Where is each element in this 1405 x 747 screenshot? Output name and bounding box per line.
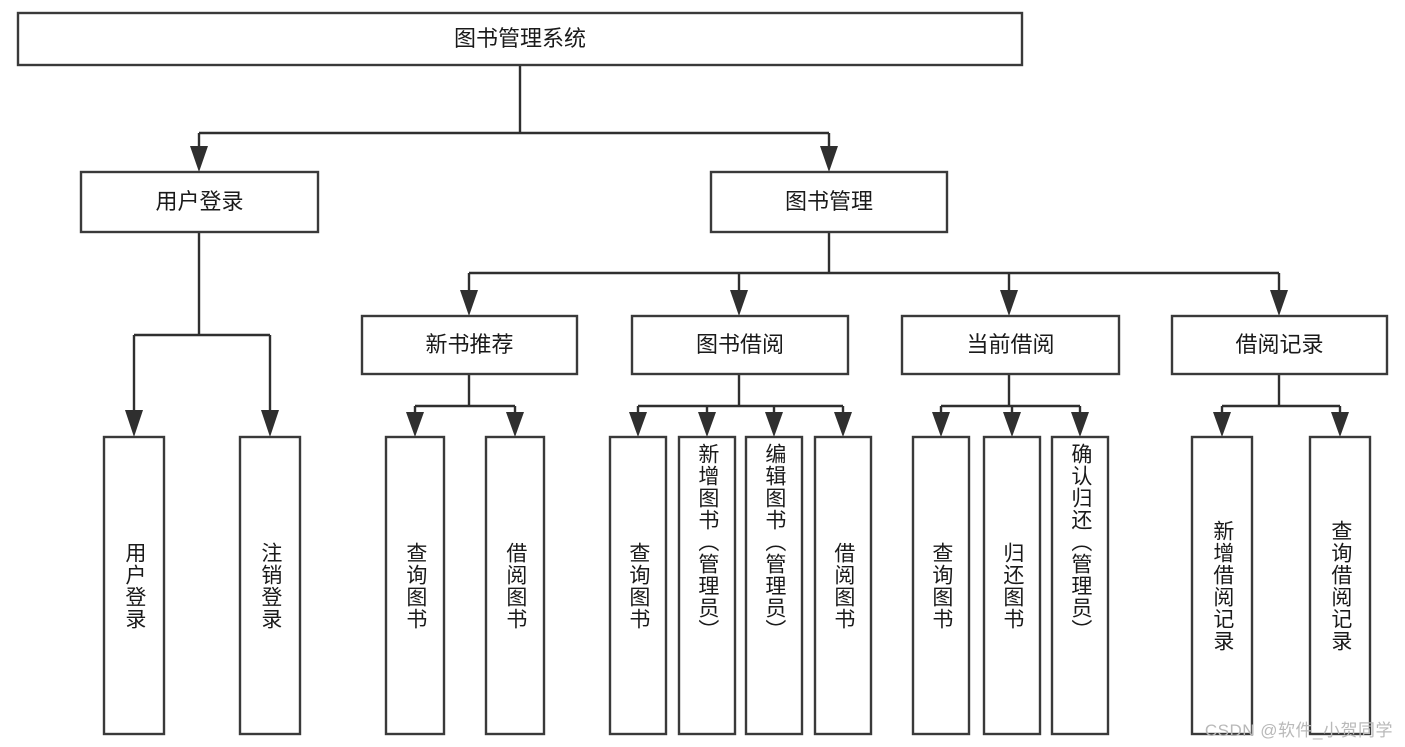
leaf-box-query-book-borrow[interactable] (608, 435, 668, 736)
connector-group-login (125, 232, 279, 437)
node-book-borrow[interactable]: 图书借阅 (630, 314, 850, 376)
arrow-head-bookmgmt-child-1 (460, 290, 478, 316)
arrow-head-records-leaf-2 (1331, 412, 1349, 437)
leaf-box-query-book-current[interactable] (911, 435, 971, 736)
node-current-borrow-box[interactable] (900, 314, 1121, 376)
leaf-box-add-book-admin[interactable] (677, 435, 737, 736)
leaf-box-user-login[interactable] (102, 435, 166, 736)
arrow-head-bookmgmt-child-4 (1270, 290, 1288, 316)
node-book-management-label: 图书管理 (785, 189, 873, 214)
leaf-box-borrow-book[interactable] (813, 435, 873, 736)
connector-group-current (932, 374, 1089, 437)
arrow-head-current-leaf-3 (1071, 412, 1089, 437)
arrow-head-newbook-leaf-1 (406, 412, 424, 437)
node-current-borrow[interactable]: 当前借阅 (900, 314, 1121, 376)
leaf-box-edit-book-admin[interactable] (744, 435, 804, 736)
arrow-head-borrow-leaf-2 (698, 412, 716, 437)
node-book-management-box[interactable] (709, 170, 949, 234)
arrow-head-login-leaf-1 (125, 410, 143, 437)
csdn-watermark: CSDN @软件_小贺同学 (1204, 721, 1393, 740)
node-new-book-recommend[interactable]: 新书推荐 (360, 314, 579, 376)
node-root-label: 图书管理系统 (454, 26, 586, 51)
arrow-head-borrow-leaf-4 (834, 412, 852, 437)
arrow-head-bookmgmt-child-2 (730, 290, 748, 316)
leaf-box-query-borrow-record[interactable] (1308, 435, 1372, 736)
arrow-head-borrow-leaf-3 (765, 412, 783, 437)
connector-group-root (190, 65, 838, 172)
connector-group-bookmgmt (460, 232, 1288, 316)
node-borrow-records-box[interactable] (1170, 314, 1389, 376)
arrow-head-records-leaf-1 (1213, 412, 1231, 437)
node-user-login-label: 用户登录 (155, 189, 243, 214)
leaf-box-logout[interactable] (238, 435, 302, 736)
node-root[interactable]: 图书管理系统 (16, 11, 1024, 67)
node-new-book-recommend-box[interactable] (360, 314, 579, 376)
leaf-box-confirm-return-admin[interactable] (1050, 435, 1110, 736)
node-user-login-box[interactable] (79, 170, 320, 234)
arrow-head-bookmgmt-child-3 (1000, 290, 1018, 316)
leaf-box-return-book[interactable] (982, 435, 1042, 736)
node-current-borrow-label: 当前借阅 (966, 332, 1054, 357)
leaf-box-borrow-book-newbook[interactable] (484, 435, 546, 736)
connector-group-records (1213, 374, 1349, 437)
node-new-book-recommend-label: 新书推荐 (425, 332, 513, 357)
node-borrow-records[interactable]: 借阅记录 (1170, 314, 1389, 376)
leaf-box-add-borrow-record[interactable] (1190, 435, 1254, 736)
arrow-head-current-leaf-1 (932, 412, 950, 437)
arrow-head-root-to-login (190, 146, 208, 172)
arrow-head-root-to-bookmgmt (820, 146, 838, 172)
node-book-management[interactable]: 图书管理 (709, 170, 949, 234)
leaf-boxes (102, 435, 1372, 736)
arrow-head-newbook-leaf-2 (506, 412, 524, 437)
arrow-head-current-leaf-2 (1003, 412, 1021, 437)
arrow-head-borrow-leaf-1 (629, 412, 647, 437)
leaf-box-query-book-newbook[interactable] (384, 435, 446, 736)
node-user-login[interactable]: 用户登录 (79, 170, 320, 234)
node-root-box[interactable] (16, 11, 1024, 67)
node-borrow-records-label: 借阅记录 (1235, 332, 1323, 357)
arrow-head-login-leaf-2 (261, 410, 279, 437)
node-book-borrow-label: 图书借阅 (696, 332, 784, 357)
connector-group-newbook (406, 374, 524, 437)
connector-group-borrow (629, 374, 852, 437)
node-book-borrow-box[interactable] (630, 314, 850, 376)
